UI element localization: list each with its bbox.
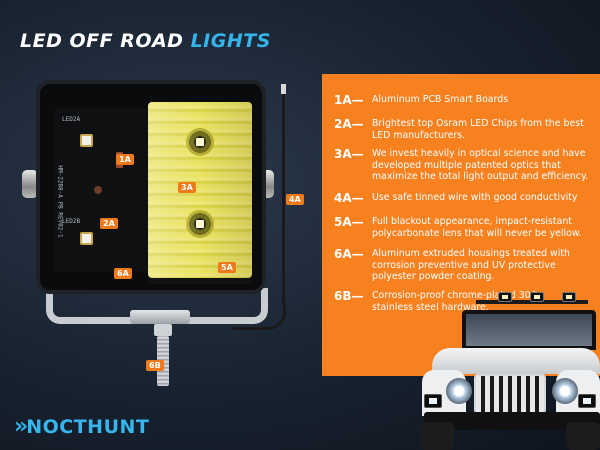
pod-light <box>578 394 596 408</box>
roof-bar <box>476 300 588 304</box>
roof-light <box>530 292 544 302</box>
led-chip-bottom <box>80 232 93 245</box>
light-housing: LED2A LED2B HM-2208-A PB REV02-1 <box>36 80 266 294</box>
led-chip-top <box>80 134 93 147</box>
spec-number: 5A— <box>334 215 364 229</box>
page-title: LED OFF ROAD LIGHTS <box>20 30 271 52</box>
hood <box>432 348 600 374</box>
callout-5A: 5A <box>218 262 236 273</box>
pcb-label-mid: LED2B <box>62 218 81 225</box>
spec-number: 6B— <box>334 289 364 303</box>
optic-lens <box>148 102 252 278</box>
power-wire <box>282 88 285 304</box>
chevron-right-icon: » <box>14 414 28 439</box>
led-optic-top <box>186 128 214 156</box>
spec-number: 4A— <box>334 191 364 205</box>
led-light-product: LED2A LED2B HM-2208-A PB REV02-1 1A 2A 3… <box>22 78 304 386</box>
bumper <box>424 412 600 430</box>
callout-6A: 6A <box>114 268 132 279</box>
smd-component <box>116 164 123 168</box>
roof-light <box>498 292 512 302</box>
grille <box>474 374 546 414</box>
jeep-illustration <box>418 290 600 450</box>
spec-item-5A: 5A— Full blackout appearance, impact-res… <box>334 216 598 239</box>
headlight-left <box>446 378 472 404</box>
spec-item-4A: 4A— Use safe tinned wire with good condu… <box>334 192 598 205</box>
windshield <box>462 310 596 350</box>
spec-item-3A: 3A— We invest heavily in optical science… <box>334 148 598 183</box>
callout-6B: 6B <box>146 360 164 371</box>
tire-left <box>420 422 454 450</box>
spec-item-6B: 6B— Corrosion-proof chrome-plated 304 st… <box>334 290 542 313</box>
callout-1A: 1A <box>116 154 134 165</box>
bracket-plate <box>130 310 190 324</box>
title-main: LED OFF ROAD <box>20 30 191 52</box>
smd-component <box>94 186 102 194</box>
callout-3A: 3A <box>178 182 196 193</box>
bolt-head <box>154 324 172 336</box>
lens-shadow <box>148 278 252 284</box>
pcb-board: LED2A LED2B HM-2208-A PB REV02-1 <box>54 108 150 272</box>
spec-number: 3A— <box>334 147 364 161</box>
spec-text: Aluminum PCB Smart Boards <box>372 94 509 105</box>
led-optic-bottom <box>186 210 214 238</box>
spec-item-6A: 6A— Aluminum extruded housings treated w… <box>334 248 598 283</box>
spec-item-2A: 2A— Brightest top Osram LED Chips from t… <box>334 118 598 141</box>
title-accent: LIGHTS <box>190 30 271 52</box>
side-mount-knob-left <box>22 170 38 198</box>
wire-tip <box>281 84 286 94</box>
pod-light <box>424 394 442 408</box>
spec-item-1A: 1A— Aluminum PCB Smart Boards <box>334 94 598 107</box>
wire-loop <box>232 302 286 330</box>
spec-text: Corrosion-proof chrome-plated 304 stainl… <box>372 290 537 313</box>
spec-text: Full blackout appearance, impact-resista… <box>372 216 582 239</box>
spec-text: We invest heavily in optical science and… <box>372 148 589 182</box>
pcb-serial: HM-2208-A PB REV02-1 <box>56 165 64 238</box>
spec-text: Aluminum extruded housings treated with … <box>372 248 570 282</box>
callout-2A: 2A <box>100 218 118 229</box>
spec-number: 2A— <box>334 117 364 131</box>
headlight-right <box>552 378 578 404</box>
spec-text: Use safe tinned wire with good conductiv… <box>372 192 578 203</box>
spec-text: Brightest top Osram LED Chips from the b… <box>372 118 584 141</box>
pcb-label-top: LED2A <box>62 116 81 123</box>
callout-4A: 4A <box>286 194 304 205</box>
spec-number: 6A— <box>334 247 364 261</box>
brand-logo: » NOCTHUNT <box>14 414 149 439</box>
spec-number: 1A— <box>334 93 364 107</box>
tire-right <box>566 422 600 450</box>
roof-light <box>562 292 576 302</box>
brand-name: NOCTHUNT <box>26 415 150 438</box>
